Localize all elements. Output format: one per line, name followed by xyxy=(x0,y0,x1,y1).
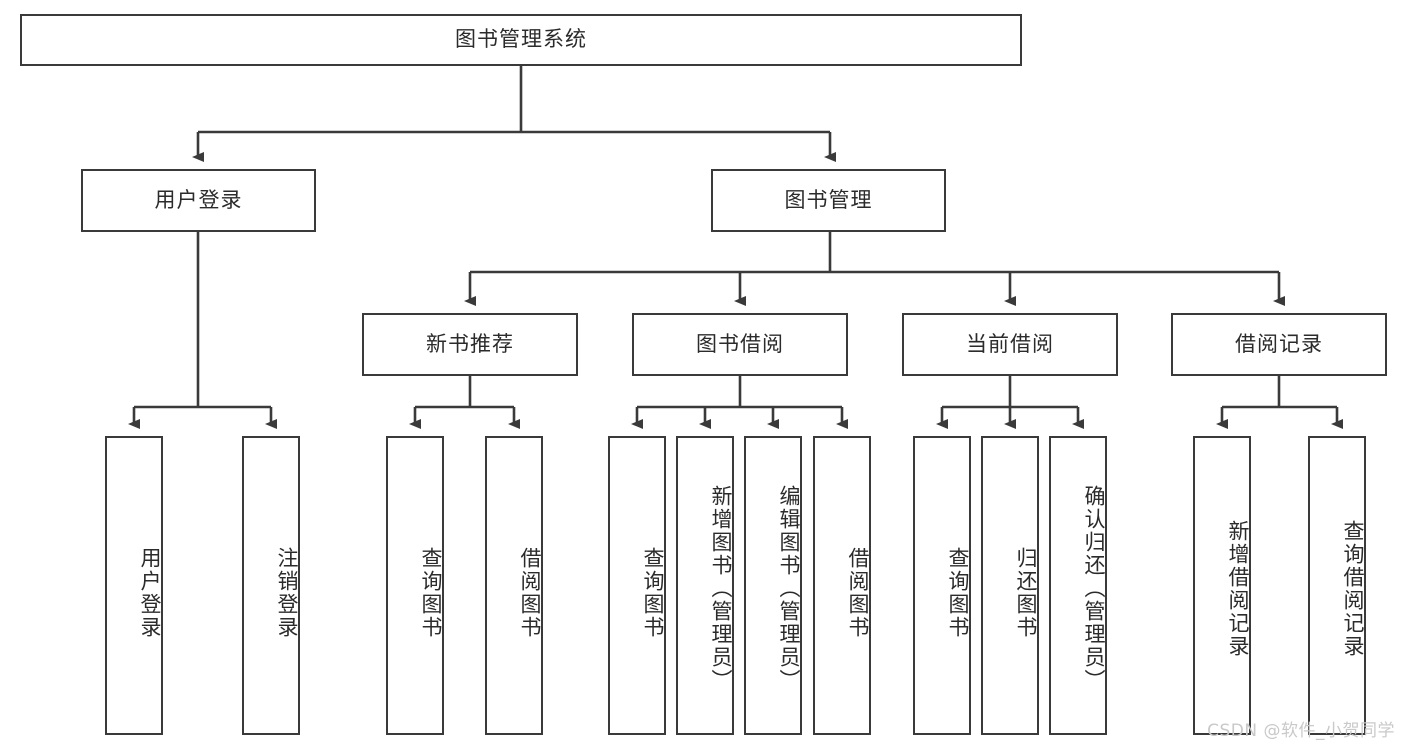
node-borrow-record[interactable]: 借阅记录 xyxy=(1171,313,1387,376)
node-user-login[interactable]: 用户登录 xyxy=(81,169,316,232)
node-label: 用户登录 xyxy=(138,546,162,639)
node-label: 当前借阅 xyxy=(966,331,1054,356)
node-label: 注销登录 xyxy=(275,546,299,639)
node-label: 查询图书 xyxy=(419,546,443,639)
node-label: 图书借阅 xyxy=(696,331,784,356)
leaf-user-login[interactable]: 用户登录 xyxy=(105,436,163,735)
node-label: 新增借阅记录 xyxy=(1226,519,1250,658)
node-book-management-system[interactable]: 图书管理系统 xyxy=(20,14,1022,66)
node-label: 借阅图书 xyxy=(518,546,542,639)
leaf-confirm-return-admin[interactable]: 确认归还（管理员） xyxy=(1049,436,1107,735)
leaf-borrow-book[interactable]: 借阅图书 xyxy=(813,436,871,735)
node-label: 归还图书 xyxy=(1014,546,1038,639)
leaf-query-book-borrow[interactable]: 查询图书 xyxy=(608,436,666,735)
node-label: 查询图书 xyxy=(946,546,970,639)
node-label: 图书管理 xyxy=(784,187,873,212)
node-book-borrow[interactable]: 图书借阅 xyxy=(632,313,848,376)
node-label: 查询图书 xyxy=(641,546,665,639)
node-label: 编辑图书（管理员） xyxy=(777,485,801,692)
leaf-query-borrow-record[interactable]: 查询借阅记录 xyxy=(1308,436,1366,735)
node-label: 查询借阅记录 xyxy=(1341,519,1365,658)
leaf-logout-login[interactable]: 注销登录 xyxy=(242,436,300,735)
csdn-watermark: CSDN @软件_小贺同学 xyxy=(1207,721,1395,741)
node-label: 确认归还（管理员） xyxy=(1082,485,1106,692)
node-label: 新增图书（管理员） xyxy=(709,485,733,692)
leaf-query-book-current[interactable]: 查询图书 xyxy=(913,436,971,735)
node-label: 借阅记录 xyxy=(1235,331,1323,356)
leaf-add-book-admin[interactable]: 新增图书（管理员） xyxy=(676,436,734,735)
leaf-query-book-new-recommend[interactable]: 查询图书 xyxy=(386,436,444,735)
node-book-management[interactable]: 图书管理 xyxy=(711,169,946,232)
leaf-borrow-book-new-recommend[interactable]: 借阅图书 xyxy=(485,436,543,735)
leaf-return-book[interactable]: 归还图书 xyxy=(981,436,1039,735)
node-new-book-recommend[interactable]: 新书推荐 xyxy=(362,313,578,376)
node-current-borrow[interactable]: 当前借阅 xyxy=(902,313,1118,376)
node-label: 借阅图书 xyxy=(846,546,870,639)
node-label: 新书推荐 xyxy=(426,331,514,356)
node-label: 用户登录 xyxy=(154,187,243,212)
leaf-add-borrow-record[interactable]: 新增借阅记录 xyxy=(1193,436,1251,735)
node-label: 图书管理系统 xyxy=(455,27,587,52)
leaf-edit-book-admin[interactable]: 编辑图书（管理员） xyxy=(744,436,802,735)
